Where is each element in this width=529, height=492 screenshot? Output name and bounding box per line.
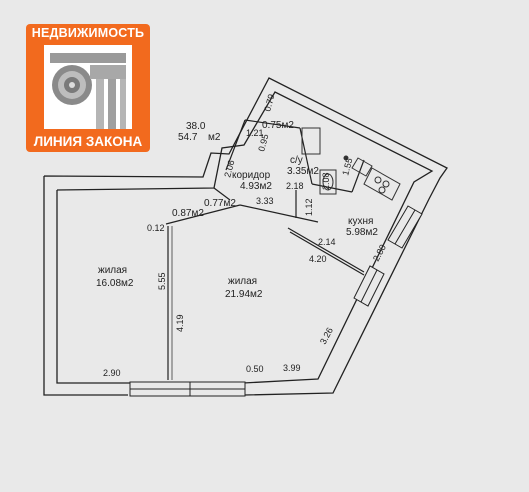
- dim-3-26: 3.26: [318, 326, 335, 346]
- closet1-area: 0.75м2: [262, 120, 294, 131]
- total-living-area: 38.0: [186, 121, 206, 132]
- total-area: 54.7: [178, 132, 198, 143]
- outer-walls: [43, 77, 448, 396]
- corridor-area: 4.93м2: [240, 181, 272, 192]
- logo-subtitle: ЛИНИЯ ЗАКОНА: [33, 134, 143, 149]
- dim-2-14: 2.14: [318, 237, 336, 247]
- dim-1-21: 1.21: [246, 128, 264, 138]
- kitchen-area: 5.98м2: [346, 227, 378, 238]
- closet3-area: 0.77м2: [204, 198, 236, 209]
- windows: [129, 205, 423, 397]
- logo-title: НЕДВИЖИМОСТЬ: [31, 26, 145, 40]
- corridor-name: коридор: [232, 170, 271, 181]
- brand-logo: НЕДВИЖИМОСТЬ ЛИНИЯ ЗАКОНА: [26, 24, 150, 152]
- kitchen-name: кухня: [348, 216, 373, 227]
- dim-0-79: 0.79: [262, 93, 276, 113]
- living1-area: 16.08м2: [96, 278, 134, 289]
- dim-5-55: 5.55: [157, 272, 167, 290]
- living2-name: жилая: [228, 276, 257, 287]
- ionic-column-icon: [44, 45, 132, 129]
- dim-0-12: 0.12: [147, 223, 165, 233]
- dim-0-95: 0.95: [256, 133, 270, 153]
- living2-area: 21.94м2: [225, 289, 263, 300]
- total-unit: м2: [208, 132, 221, 143]
- closet2-area: 0.87м2: [172, 208, 204, 219]
- bathroom-fixtures: [301, 127, 349, 195]
- dim-2-08: 2.08: [321, 172, 331, 190]
- kitchen-stove: [351, 157, 401, 201]
- dim-0-50: 0.50: [246, 364, 264, 374]
- bathroom-area: 3.35м2: [287, 166, 319, 177]
- dim-1-55: 1.55: [340, 157, 354, 177]
- bathroom-name: с/у: [290, 155, 303, 166]
- interior-walls: [165, 119, 365, 380]
- living1-name: жилая: [98, 265, 127, 276]
- dim-3-33: 3.33: [256, 196, 274, 206]
- dim-2-18: 2.18: [286, 181, 304, 191]
- dim-2-90: 2.90: [103, 368, 121, 378]
- dim-3-99: 3.99: [283, 363, 301, 373]
- dim-1-12: 1.12: [304, 198, 314, 216]
- dim-2-80: 2.80: [371, 243, 388, 263]
- dim-4-20: 4.20: [309, 254, 327, 264]
- dim-4-19: 4.19: [175, 314, 185, 332]
- dim-2-06: 2.06: [222, 159, 236, 179]
